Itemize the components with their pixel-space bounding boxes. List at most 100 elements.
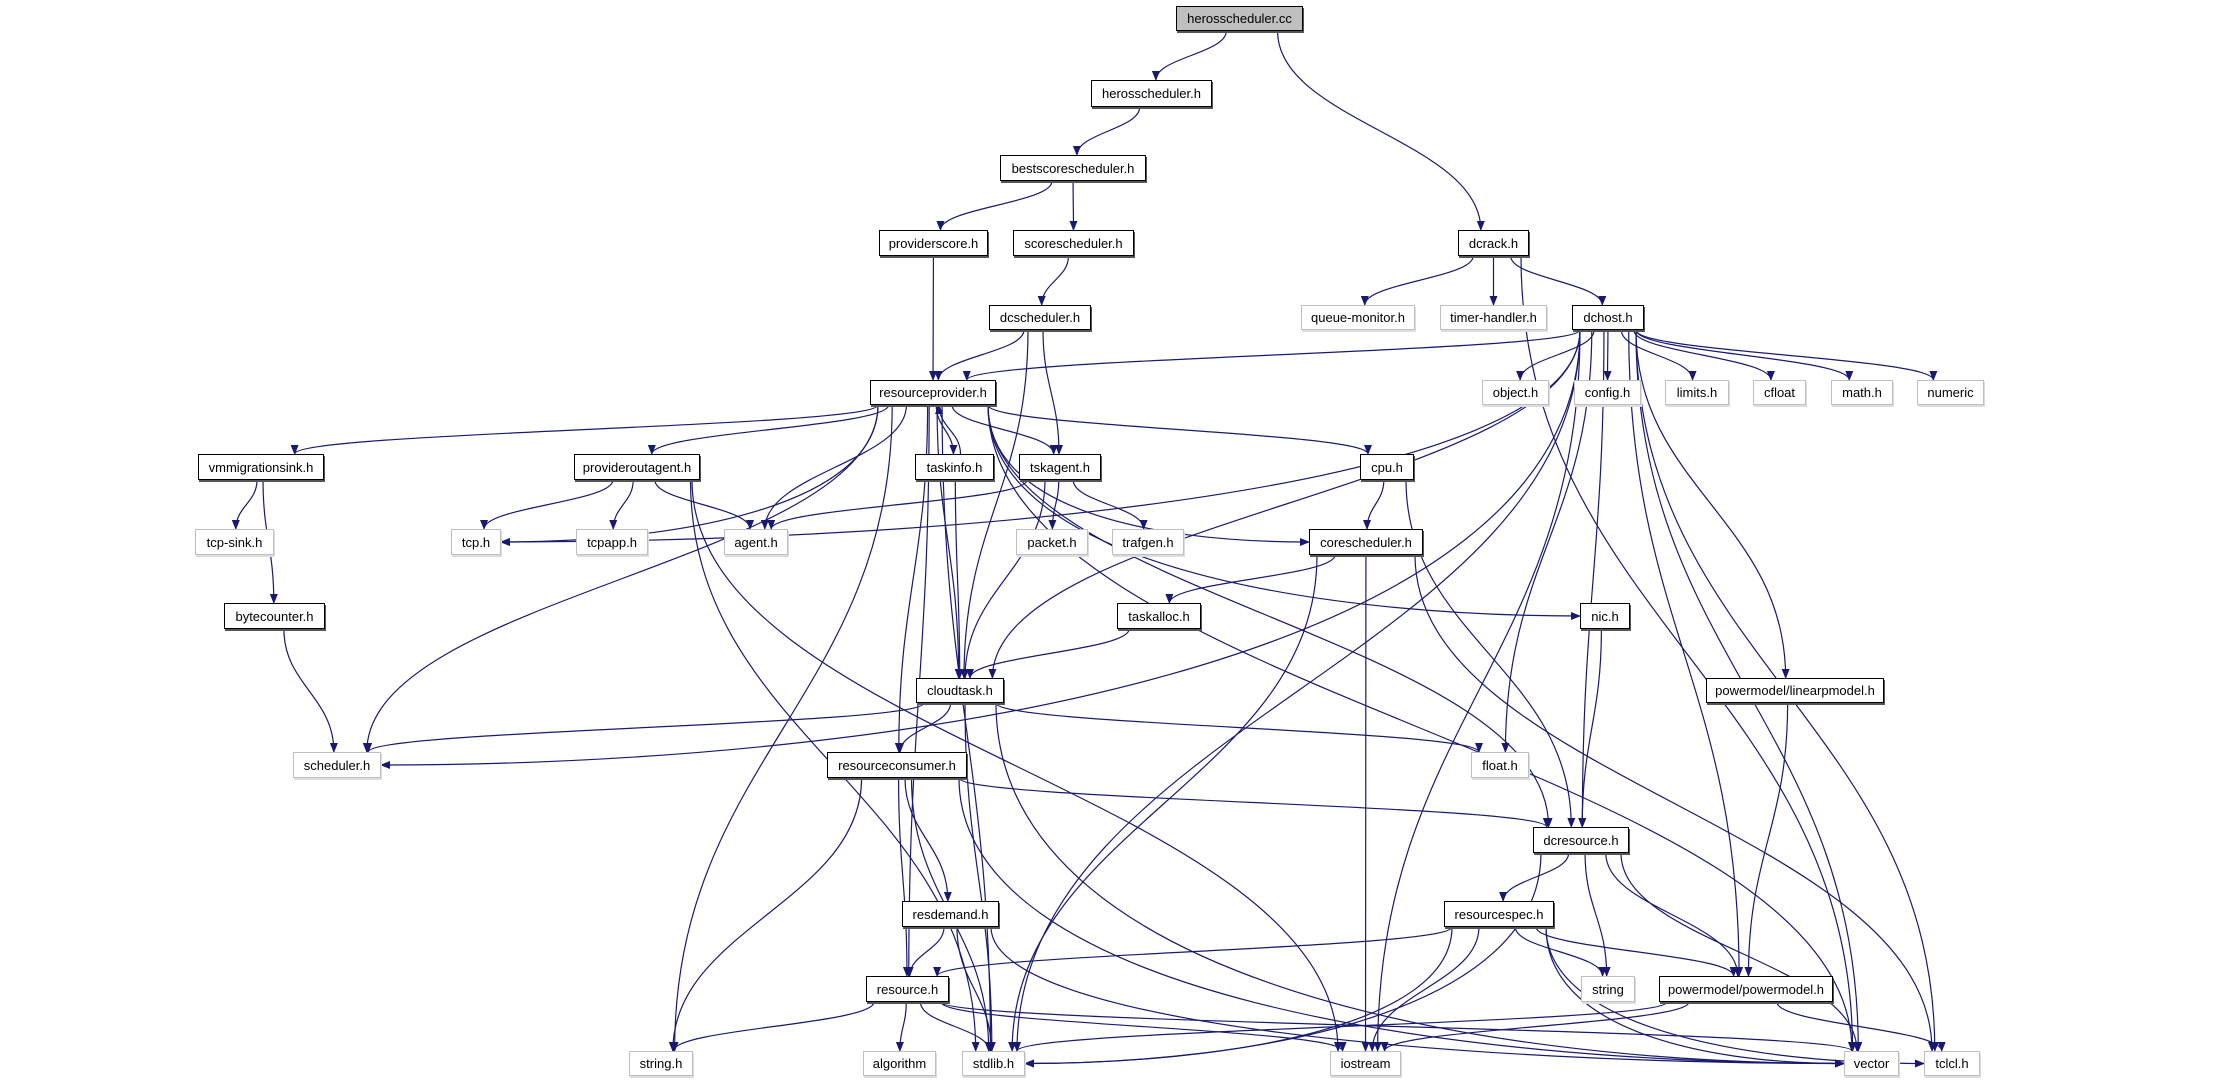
edge-taskalloc-h-to-cloudtask-h <box>966 628 1130 679</box>
edge-powermodel-h-to-iostream <box>1380 1001 1690 1052</box>
edge-resourceprovider-h-to-nic-h <box>987 404 1581 620</box>
edge-vmmigrationsink-h-to-tcp-sink-h <box>231 479 258 530</box>
node-herosscheduler-cc[interactable]: herosscheduler.cc <box>1176 6 1303 31</box>
edge-resourceprovider-h-to-taskinfo-h <box>935 404 958 455</box>
node-vector: vector <box>1844 1051 1899 1076</box>
node-dcrack-h[interactable]: dcrack.h <box>1458 230 1529 256</box>
edge-resourceconsumer-h-to-string-h <box>668 777 863 1052</box>
node-taskinfo-h[interactable]: taskinfo.h <box>915 454 994 480</box>
edge-resourceprovider-h-to-vmmigrationsink-h <box>290 404 879 455</box>
edge-bestscorescheduler-h-to-providerscore-h <box>936 180 1053 231</box>
edge-dchost-h-to-iostream <box>1373 329 1581 1052</box>
node-cfloat: cfloat <box>1753 380 1806 405</box>
node-math-h: math.h <box>1831 380 1893 405</box>
edge-dcrack-h-to-vector <box>1520 255 1857 1052</box>
edge-herosscheduler-cc-to-herosscheduler-h <box>1151 30 1227 81</box>
edge-resdemand-h-to-stdlib-h <box>956 926 996 1052</box>
node-dchost-h[interactable]: dchost.h <box>1572 305 1644 330</box>
edge-resourceconsumer-h-to-resource-h <box>897 777 911 977</box>
edge-dcresource-h-to-powermodel-h <box>1605 852 1742 977</box>
node-bestscorescheduler-h[interactable]: bestscorescheduler.h <box>1000 155 1146 181</box>
edge-resourceprovider-h-to-cloudtask-h <box>936 404 963 679</box>
edge-resdemand-h-to-resource-h <box>905 926 945 977</box>
node-trafgen-h: trafgen.h <box>1112 529 1184 555</box>
node-tcpapp-h: tcpapp.h <box>576 529 648 555</box>
node-resourcespec-h[interactable]: resourcespec.h <box>1444 901 1554 927</box>
node-provideroutagent-h[interactable]: provideroutagent.h <box>574 454 700 480</box>
edge-dcscheduler-h-to-tskagent-h <box>1042 329 1063 455</box>
edge-dcrack-h-to-dchost-h <box>1510 255 1607 306</box>
edge-resourceprovider-h-to-stdlib-h <box>941 404 995 1052</box>
node-tcp-sink-h: tcp-sink.h <box>195 529 274 555</box>
edge-resourceprovider-h-to-cpu-h <box>987 404 1372 455</box>
node-linearpmodel-h[interactable]: powermodel/linearpmodel.h <box>1706 678 1884 703</box>
edge-provideroutagent-h-to-agent-h <box>654 479 755 530</box>
node-resdemand-h[interactable]: resdemand.h <box>902 901 999 927</box>
node-numeric: numeric <box>1917 380 1984 405</box>
node-resourceprovider-h[interactable]: resourceprovider.h <box>870 380 996 405</box>
node-tskagent-h[interactable]: tskagent.h <box>1019 454 1101 480</box>
edge-provideroutagent-h-to-iostream <box>691 479 1342 1052</box>
node-taskalloc-h[interactable]: taskalloc.h <box>1117 603 1201 629</box>
node-bytecounter-h[interactable]: bytecounter.h <box>224 603 325 629</box>
edge-resourcespec-h-to-vector <box>1545 926 1845 1068</box>
edge-tskagent-h-to-packet-h <box>1048 479 1060 530</box>
edge-resourceprovider-h-to-tskagent-h <box>951 404 1058 455</box>
node-cpu-h[interactable]: cpu.h <box>1360 454 1414 480</box>
edge-provideroutagent-h-to-tcpapp-h <box>609 479 634 530</box>
edge-corescheduler-h-to-taskalloc-h <box>1165 554 1336 604</box>
edge-cloudtask-h-to-resourceconsumer-h <box>896 702 952 753</box>
node-resource-h[interactable]: resource.h <box>866 976 949 1002</box>
edge-cloudtask-h-to-vector <box>995 702 1845 1068</box>
edge-dcscheduler-h-to-cloudtask-h <box>960 329 1029 679</box>
node-tcp-h: tcp.h <box>451 529 501 555</box>
edge-cloudtask-h-to-scheduler-h <box>364 702 925 753</box>
edge-resourcespec-h-to-powermodel-h <box>1535 926 1738 977</box>
edge-resource-h-to-iostream <box>940 1001 1347 1052</box>
edge-resource-h-to-string-h <box>669 1001 875 1052</box>
edge-resourcespec-h-to-iostream <box>1368 926 1480 1052</box>
node-providerscore-h[interactable]: providerscore.h <box>879 230 988 256</box>
node-object-h: object.h <box>1482 380 1549 405</box>
edge-resourceconsumer-h-to-vector <box>958 777 1845 1068</box>
node-powermodel-h[interactable]: powermodel/powermodel.h <box>1659 976 1833 1002</box>
node-herosscheduler-h[interactable]: herosscheduler.h <box>1091 80 1212 107</box>
edge-resource-h-to-vector <box>940 1001 1856 1052</box>
edge-cpu-h-to-corescheduler-h <box>1363 479 1385 530</box>
node-cloudtask-h[interactable]: cloudtask.h <box>916 678 1004 703</box>
node-resourceconsumer-h[interactable]: resourceconsumer.h <box>827 752 967 778</box>
node-dcscheduler-h[interactable]: dcscheduler.h <box>989 305 1091 330</box>
edge-scorescheduler-h-to-dcscheduler-h <box>1037 255 1070 306</box>
edge-dchost-h-to-math-h <box>1635 329 1854 381</box>
node-vmmigrationsink-h[interactable]: vmmigrationsink.h <box>198 454 324 480</box>
edge-dchost-h-to-dcresource-h <box>1578 329 1605 828</box>
node-iostream: iostream <box>1330 1051 1401 1076</box>
edge-corescheduler-h-to-tclcl-h <box>1414 554 1936 1052</box>
node-corescheduler-h[interactable]: corescheduler.h <box>1309 529 1423 555</box>
node-stdlib-h: stdlib.h <box>962 1051 1025 1076</box>
edge-dchost-h-to-powermodel-h <box>1628 329 1744 977</box>
edge-provideroutagent-h-to-tcp-h <box>480 479 614 530</box>
edge-resourcespec-h-to-resource-h <box>933 926 1453 977</box>
node-scorescheduler-h[interactable]: scorescheduler.h <box>1013 230 1134 256</box>
edge-powermodel-h-to-stdlib-h <box>1013 1001 1668 1052</box>
edge-tskagent-h-to-trafgen-h <box>1072 479 1148 530</box>
edge-linearpmodel-h-to-powermodel-h <box>1744 702 1789 977</box>
edge-resourceprovider-h-to-string-h <box>670 404 893 1052</box>
node-limits-h: limits.h <box>1665 380 1729 405</box>
node-dcresource-h[interactable]: dcresource.h <box>1533 827 1629 853</box>
edge-resourcespec-h-to-string <box>1514 926 1607 977</box>
node-algorithm: algorithm <box>863 1051 936 1076</box>
edge-dcresource-h-to-string <box>1584 852 1611 977</box>
edge-dcresource-h-to-resourcespec-h <box>1499 852 1570 902</box>
edge-resourceprovider-h-to-vector <box>987 404 1856 1052</box>
edge-dchost-h-to-numeric <box>1635 329 1938 381</box>
node-nic-h[interactable]: nic.h <box>1580 603 1630 629</box>
node-queue-monitor-h: queue-monitor.h <box>1301 305 1415 330</box>
edge-dcresource-h-to-vector <box>1620 852 1861 1052</box>
edge-tskagent-h-to-agent-h <box>767 479 1028 530</box>
edge-dchost-h-to-scheduler-h <box>380 329 1581 769</box>
edge-dchost-h-to-resourceprovider-h <box>962 329 1581 381</box>
edge-cloudtask-h-to-float-h <box>995 702 1483 753</box>
edge-resourceconsumer-h-to-resdemand-h <box>904 777 952 902</box>
